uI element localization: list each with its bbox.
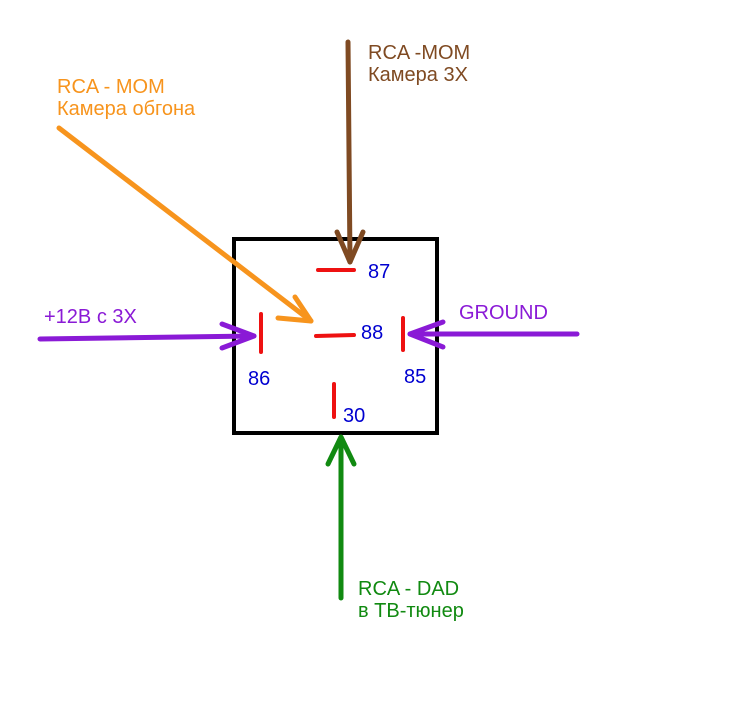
pin-88-label: 88 (361, 322, 384, 344)
label-bottom-line2: в ТВ-тюнер (358, 600, 464, 622)
label-top-line2: Камера 3Х (368, 64, 468, 86)
pin-85-label: 85 (404, 366, 427, 388)
purple-arrow-right (407, 319, 580, 350)
label-top-line1: RCA -MOM (368, 42, 471, 64)
pin-87-label: 87 (368, 261, 391, 283)
brown-arrow (334, 39, 366, 265)
label-top-left-line1: RCA - MOM (57, 76, 165, 98)
label-right: GROUND (459, 302, 548, 324)
pin-86-label: 86 (248, 368, 271, 390)
contact-88 (314, 333, 356, 338)
purple-arrow-left (37, 321, 257, 351)
label-bottom: RCA - DAD в ТВ-тюнер (358, 578, 464, 622)
relay-contacts (259, 268, 405, 419)
orange-arrow (56, 125, 314, 324)
label-top-left-line2: Камера обгона (57, 98, 196, 120)
label-top: RCA -MOM Камера 3Х (368, 42, 470, 86)
label-top-left: RCA - MOM Камера обгона (57, 76, 195, 120)
label-left: +12В с 3Х (44, 306, 137, 328)
green-arrow (325, 434, 357, 601)
pin-30-label: 30 (343, 405, 366, 427)
label-bottom-line1: RCA - DAD (358, 578, 460, 600)
